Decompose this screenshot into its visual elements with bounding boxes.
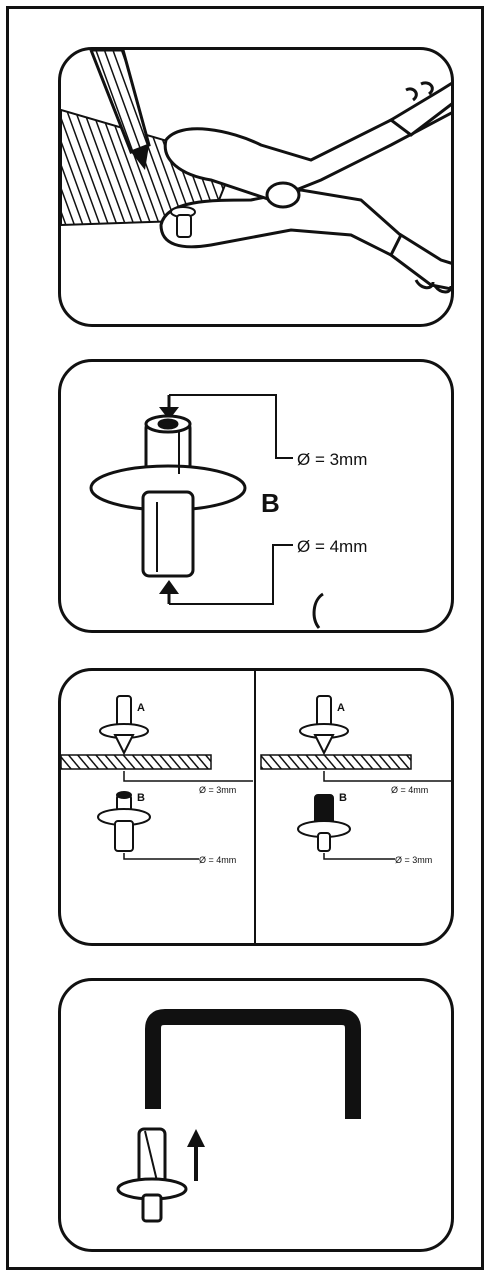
- rivet-dimension-diagram: Ø = 3mm B Ø = 4mm: [89, 394, 367, 629]
- label-b: B: [339, 792, 347, 804]
- sheet-material: [260, 754, 412, 770]
- panel-pliers-step: [58, 47, 454, 327]
- variant-left: A Ø = 3mm B Ø = 4mm: [61, 695, 253, 865]
- rivet-icon: [170, 206, 196, 238]
- rivet-a-icon: [299, 695, 349, 756]
- part-label-b: B: [261, 488, 280, 518]
- rivet-b-icon: [97, 791, 151, 852]
- rivet-b-icon: [297, 794, 351, 852]
- dim-2: Ø = 4mm: [199, 855, 236, 865]
- pliers-illustration: [61, 50, 451, 294]
- label-a: A: [337, 702, 345, 714]
- insert-diagram: [116, 1009, 361, 1223]
- label-b: B: [137, 792, 145, 804]
- rivet-a-icon: [99, 695, 149, 756]
- dim-bottom-label: Ø = 4mm: [297, 537, 367, 556]
- pencil-icon: [89, 50, 151, 170]
- dim-1: Ø = 4mm: [391, 785, 428, 795]
- staple-bracket: [145, 1009, 361, 1119]
- panel-rivet-dimensions: Ø = 3mm B Ø = 4mm: [58, 359, 454, 633]
- sheet-material: [61, 108, 233, 227]
- tool-tip-icon: [312, 592, 324, 629]
- panel-assembly-variants: A Ø = 3mm B Ø = 4mm A Ø = 4m: [58, 668, 454, 946]
- variant-right: A Ø = 4mm B Ø = 3mm: [260, 695, 451, 865]
- rivet-icon: [89, 414, 247, 578]
- dim-2: Ø = 3mm: [395, 855, 432, 865]
- pliers-icon: [159, 81, 451, 294]
- label-a: A: [137, 702, 145, 714]
- assembly-diagram: A Ø = 3mm B Ø = 4mm A Ø = 4m: [61, 671, 451, 943]
- dim-1: Ø = 3mm: [199, 785, 236, 795]
- rivet-icon: [116, 1127, 188, 1223]
- sheet-material: [61, 754, 212, 770]
- panel-insert-step: [58, 978, 454, 1252]
- dim-top-label: Ø = 3mm: [297, 450, 367, 469]
